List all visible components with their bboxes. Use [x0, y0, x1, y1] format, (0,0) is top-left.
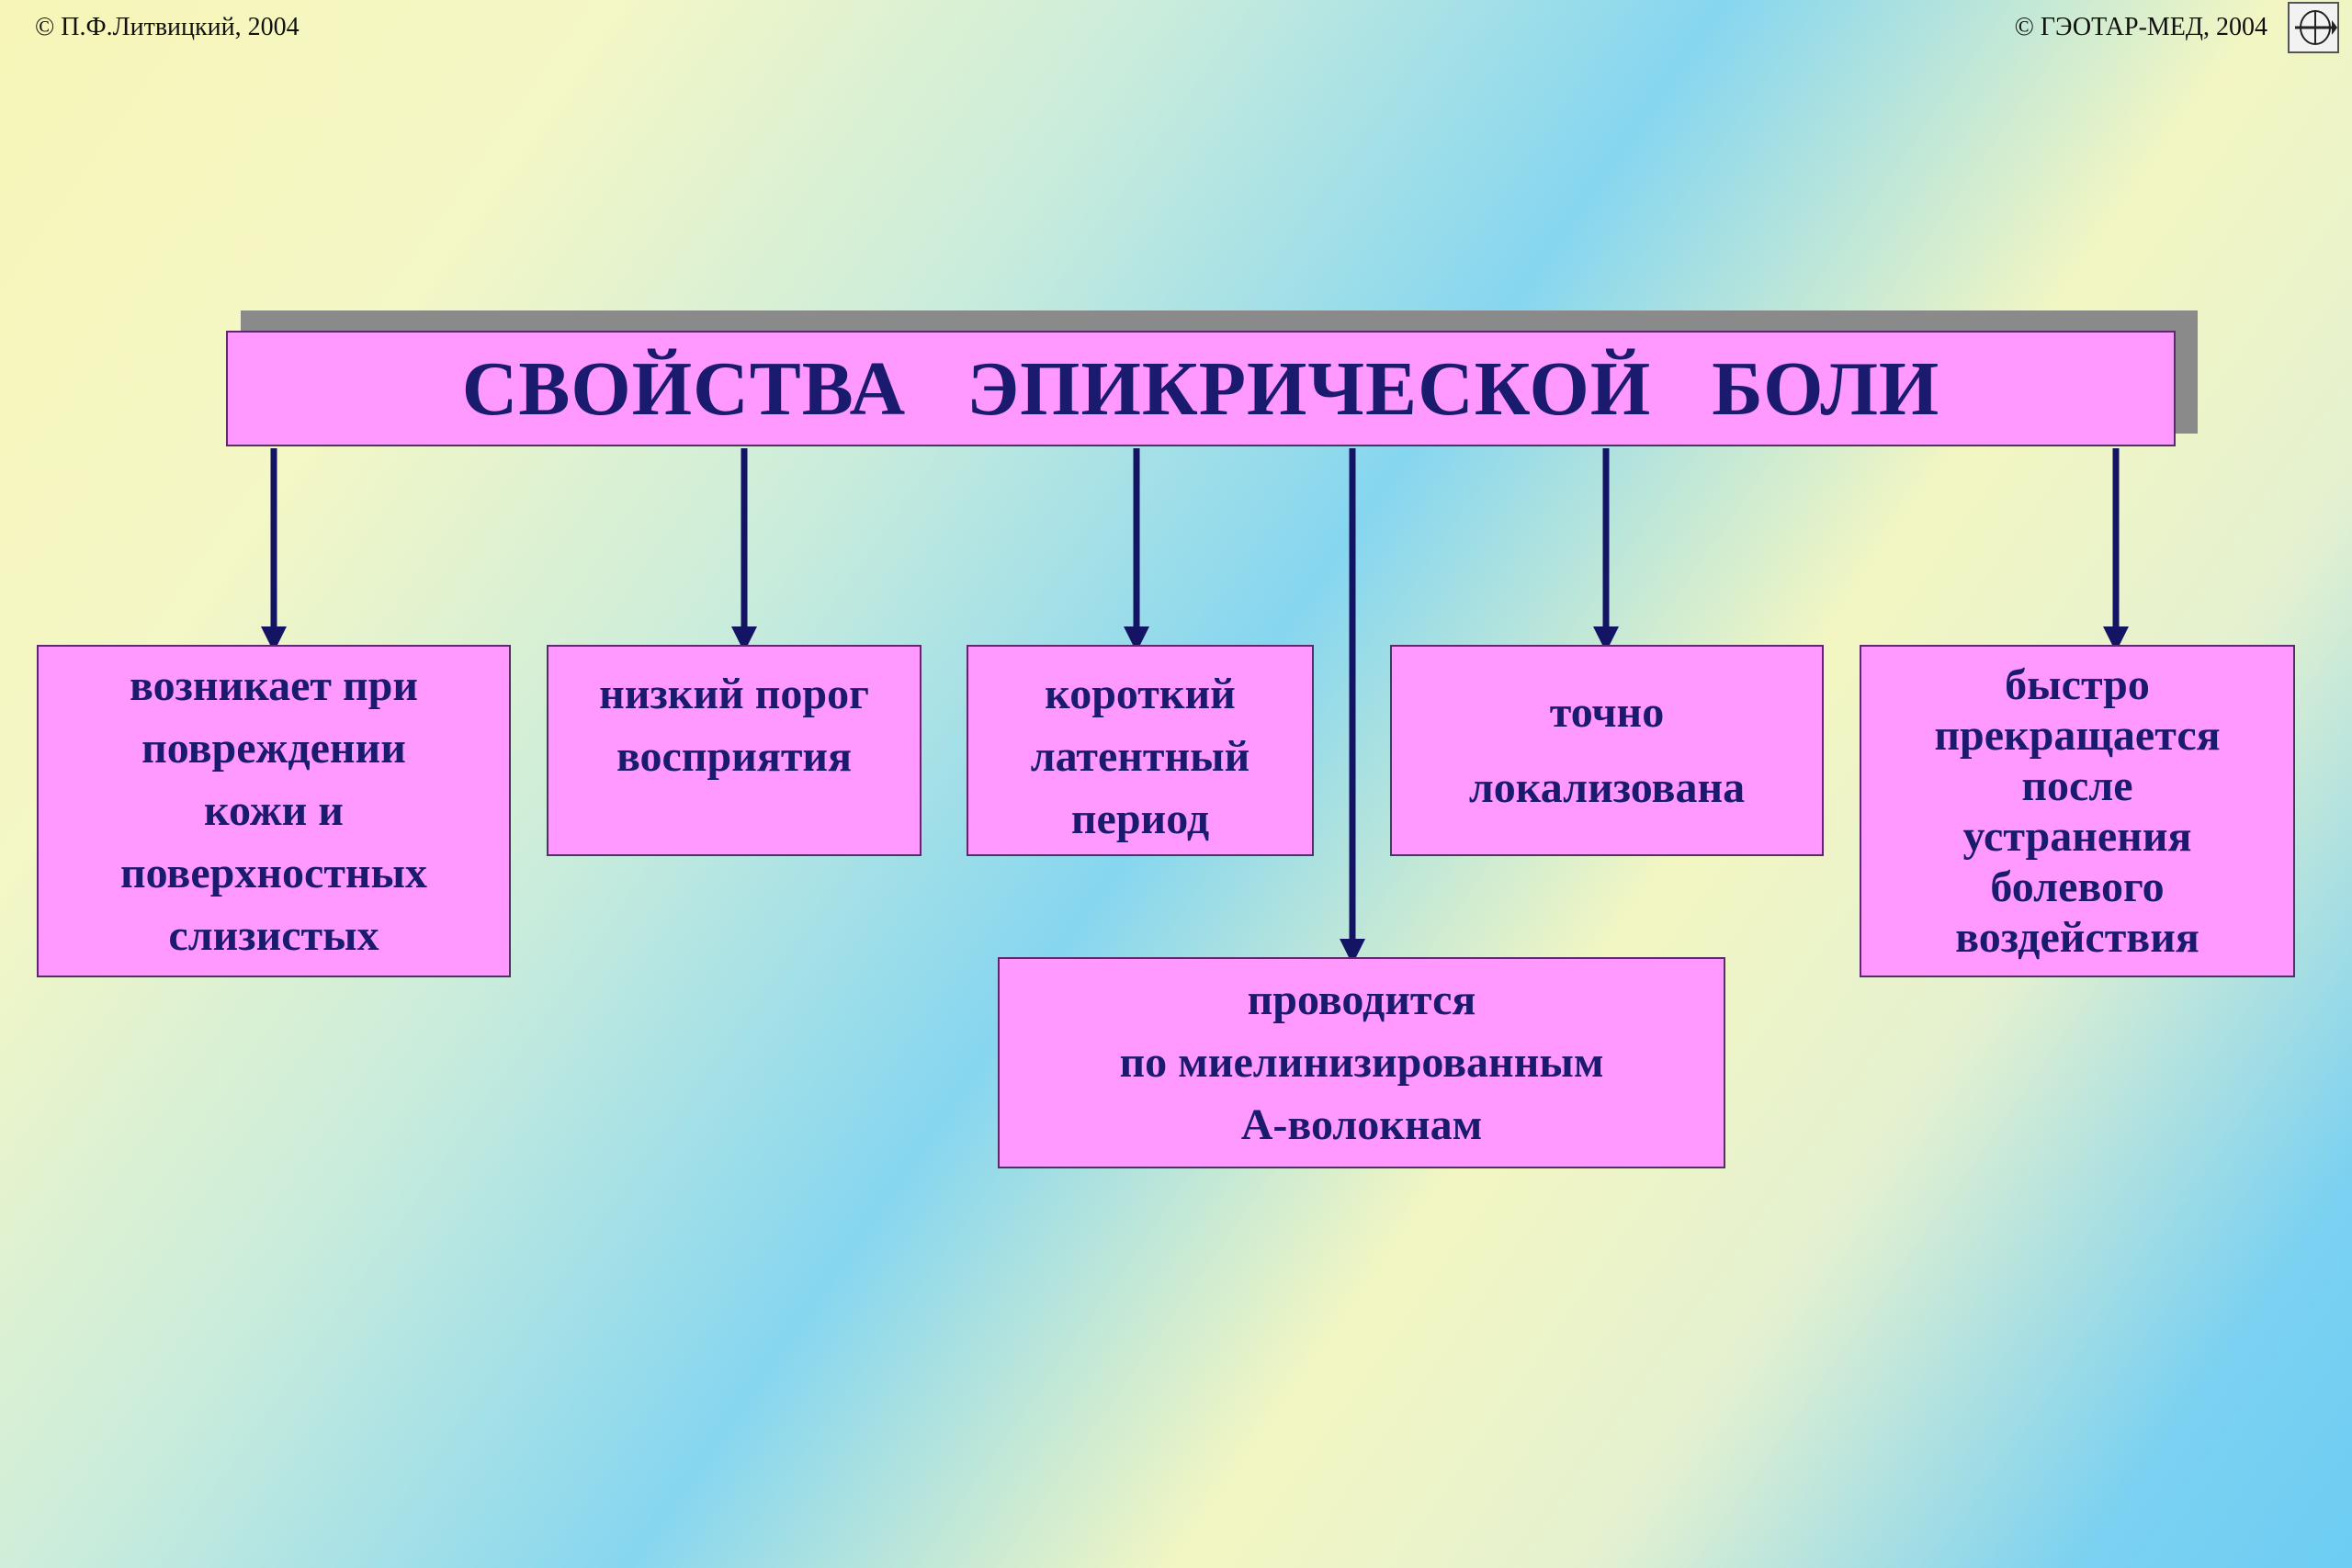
property-text: возникает при повреждении кожи и поверхн…	[119, 661, 428, 960]
geotar-logo-icon[interactable]	[2288, 2, 2339, 53]
diagram-title-box: СВОЙСТВА ЭПИКРИЧЕСКОЙ БОЛИ	[226, 331, 2176, 446]
property-box-low-threshold: низкий порог восприятия	[547, 645, 922, 856]
diagram-title: СВОЙСТВА ЭПИКРИЧЕСКОЙ БОЛИ	[461, 345, 1940, 432]
property-text: низкий порог восприятия	[599, 670, 869, 781]
property-text: точно локализована	[1468, 688, 1746, 812]
property-box-short-latency: короткий латентный период	[967, 645, 1314, 856]
copyright-author: © П.Ф.Литвицкий, 2004	[35, 13, 300, 41]
property-text: быстро прекращается после устранения бол…	[1934, 660, 2221, 962]
property-box-skin-damage: возникает при повреждении кожи и поверхн…	[37, 645, 511, 977]
copyright-publisher: © ГЭОТАР-МЕД, 2004	[2014, 13, 2267, 41]
property-text: короткий латентный период	[1030, 670, 1250, 843]
property-text: проводится по миелинизированным А-волокн…	[1119, 976, 1604, 1149]
property-box-quick-cessation: быстро прекращается после устранения бол…	[1860, 645, 2295, 977]
property-box-myelinated-fibers: проводится по миелинизированным А-волокн…	[998, 957, 1725, 1168]
property-box-precise-localization: точно локализована	[1390, 645, 1824, 856]
